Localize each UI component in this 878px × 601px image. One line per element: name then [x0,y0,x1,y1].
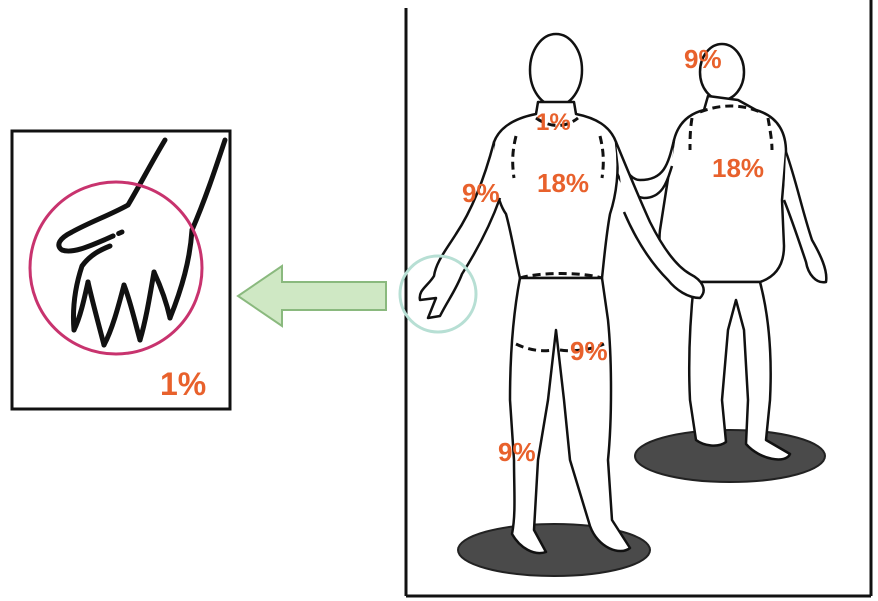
hand-detail-panel: 1% [12,131,230,409]
hand-percent-label: 1% [160,366,206,402]
front-head-label: 1% [536,109,571,136]
arrow-left-icon [238,266,386,326]
front-thigh-label: 9% [570,336,608,366]
front-arm-label: 9% [462,178,500,208]
back-head-label: 9% [684,44,722,74]
back-figure: 9% 18% [612,44,826,482]
back-torso-label: 18% [712,153,764,183]
front-lower-leg-label: 9% [498,437,536,467]
front-figure: 1% 9% 18% 9% 9% [400,34,704,576]
front-chest-label: 18% [537,168,589,198]
back-figure-base [635,430,825,482]
